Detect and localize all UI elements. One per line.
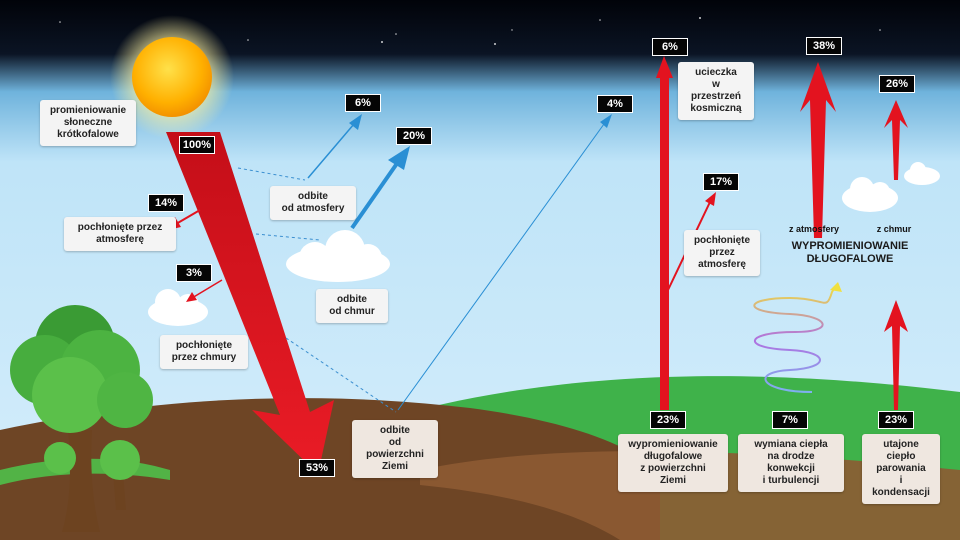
stars — [59, 17, 881, 45]
cloud-emission-arrow — [884, 100, 908, 180]
cloud-right-2 — [904, 162, 940, 185]
absorbed-atmosphere-percent: 14% — [148, 194, 184, 212]
surface-emission-label: wypromieniowanie długofalowe z powierzch… — [618, 434, 728, 492]
from-atmosphere-label: z atmosfery — [788, 224, 840, 234]
absorbed-atmosphere-label: pochłonięte przez atmosferę — [64, 217, 176, 251]
reflected-atmosphere-arrow — [307, 114, 362, 179]
reflected-atmosphere-label: odbite od atmosfery — [270, 186, 356, 220]
convection-label: wymiana ciepła na drodze konwekcji i tur… — [738, 434, 844, 492]
surface-emission-percent: 23% — [650, 411, 686, 429]
tree — [10, 305, 153, 532]
longwave-absorbed-percent: 17% — [703, 173, 739, 191]
absorbed-clouds-arrow — [186, 279, 223, 302]
reflected-surface-percent: 4% — [597, 95, 633, 113]
reflected-clouds-arrow — [350, 146, 410, 230]
atmosphere-emission-arrow — [800, 62, 836, 238]
longwave-title: WYPROMIENIOWANIE DŁUGOFALOWE — [791, 240, 909, 265]
cloud-right-1 — [842, 177, 898, 212]
reflected-atmosphere-percent: 6% — [345, 94, 381, 112]
incoming-label: promieniowanie słoneczne krótkofalowe — [40, 100, 136, 146]
reflected-clouds-percent: 20% — [396, 127, 432, 145]
cloud-center — [286, 230, 390, 282]
cloud-left — [148, 289, 208, 326]
incoming-percent: 100% — [179, 136, 215, 154]
reflected-surface-label: odbite od powierzchni Ziemi — [352, 420, 438, 478]
convection-arrowhead — [830, 282, 842, 292]
longwave-absorbed-label: pochłonięte przez atmosferę — [684, 230, 760, 276]
absorbed-surface-percent: 53% — [299, 459, 335, 477]
convection-coil-icon — [753, 285, 837, 393]
from-atmosphere-percent: 38% — [806, 37, 842, 55]
from-clouds-percent: 26% — [879, 75, 915, 93]
escape-space-label: ucieczka w przestrzeń kosmiczną — [678, 62, 754, 120]
reflected-clouds-label: odbite od chmur — [316, 289, 388, 323]
escape-space-percent: 6% — [652, 38, 688, 56]
incoming-radiation-arrow — [166, 132, 334, 474]
latent-heat-arrow — [884, 300, 908, 410]
sun-icon — [132, 37, 212, 117]
latent-heat-label: utajone ciepło parowania i kondensacji — [862, 434, 940, 504]
reflection-guides — [237, 167, 397, 413]
absorbed-clouds-label: pochłonięte przez chmury — [160, 335, 248, 369]
surface-emission-arrow — [656, 56, 673, 410]
reflected-surface-arrow — [397, 114, 612, 411]
convection-percent: 7% — [772, 411, 808, 429]
absorbed-clouds-percent: 3% — [176, 264, 212, 282]
from-clouds-label: z chmur — [876, 224, 912, 234]
latent-heat-percent: 23% — [878, 411, 914, 429]
